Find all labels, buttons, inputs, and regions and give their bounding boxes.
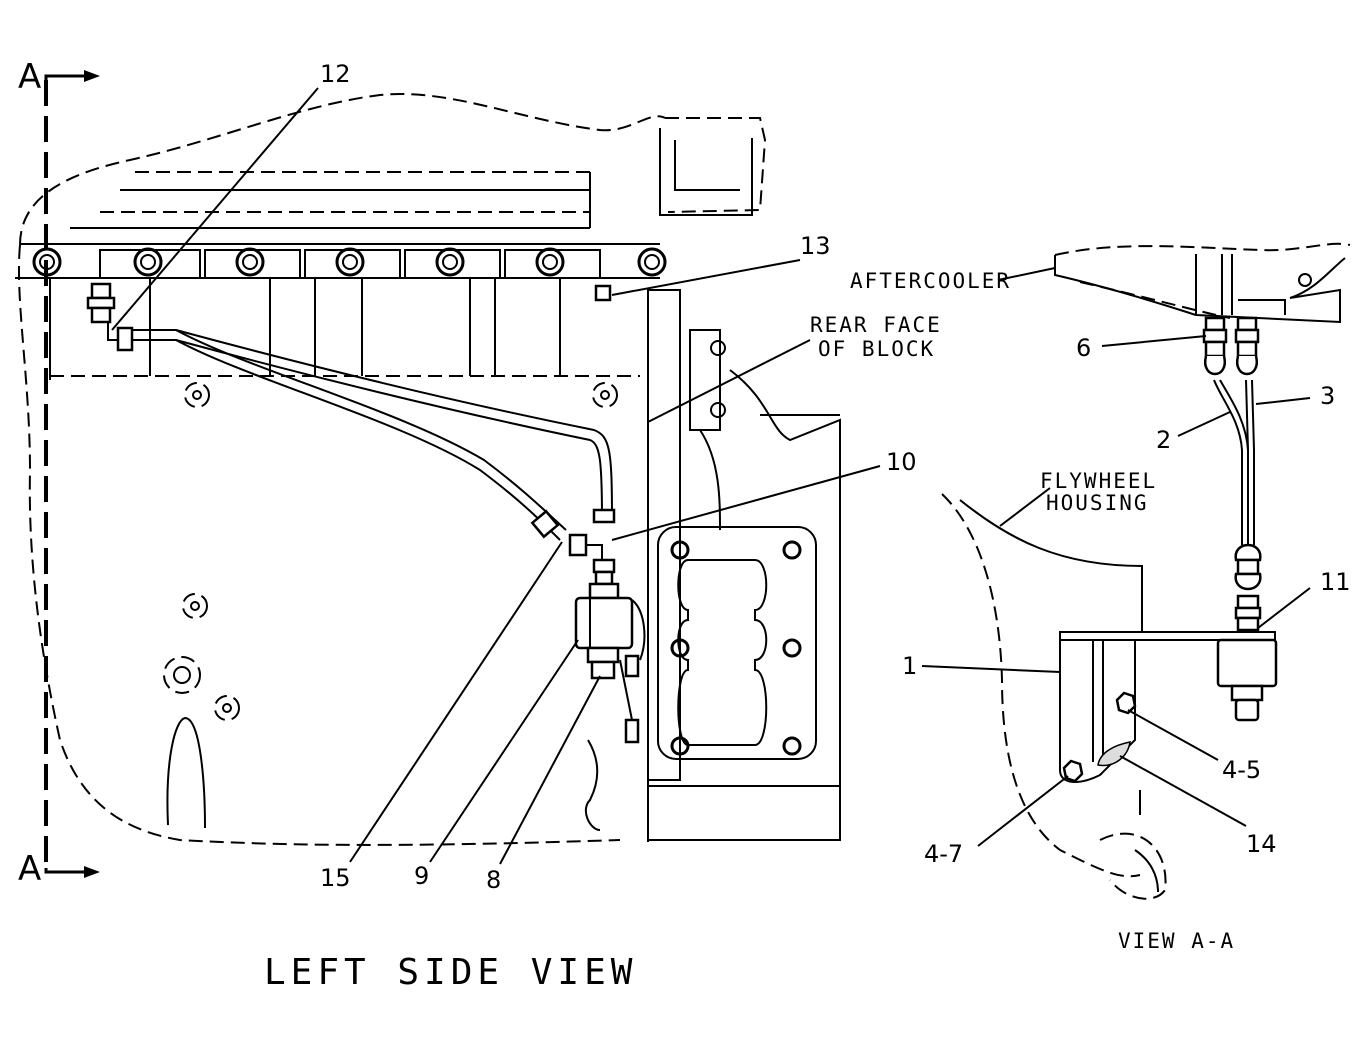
block-webs [149,278,561,376]
left-side-view: A A [15,57,942,993]
manifold-top-outline [665,117,767,213]
callout-8: 8 [486,866,501,894]
sealant-patch [1097,741,1131,767]
flywheel-housing-label-line2: HOUSING [1046,491,1149,515]
callout-12: 12 [320,60,351,88]
leader-lines-right [921,267,1311,847]
flywheel-housing-cut [1134,790,1159,893]
callout-3: 3 [1320,382,1335,410]
engine-block-outline [17,93,666,846]
callout-2: 2 [1156,426,1171,454]
aftercooler-bolt [1298,273,1312,287]
cylinder-head-rail [15,243,660,380]
rear-face-label-line2: OF BLOCK [818,337,935,361]
rear-breakout [584,739,601,831]
rear-face-label-line1: REAR FACE [810,313,942,337]
lower-switch [1216,638,1278,722]
flywheel-housing-outline [941,493,1141,878]
rear-face-of-block [647,289,841,842]
callout-13: 13 [800,232,831,260]
callout-4-5: 4-5 [1222,756,1261,784]
leader-lines-left [111,87,881,865]
view-a-a-title: VIEW A-A [1118,929,1235,953]
callout-10: 10 [886,448,917,476]
view-tubes [1213,379,1255,545]
callout-6: 6 [1076,334,1091,362]
callout-4-7: 4-7 [924,840,963,868]
callout-11: 11 [1320,568,1351,596]
manifold-ribs [70,171,591,229]
flywheel-housing-label-line1: FLYWHEEL [1040,469,1157,493]
block-bosses [163,382,618,829]
aftercooler-label: AFTERCOOLER [850,269,1011,293]
tube-assembly [107,320,613,570]
section-arrow-top [44,70,100,82]
callout-1: 1 [902,652,917,680]
flywheel-flange [657,526,817,760]
section-marker-bottom: A [18,849,41,889]
aftercooler-dashed-lower [1079,281,1231,319]
callout-14: 14 [1246,830,1277,858]
section-arrow-bottom [44,866,100,878]
pressure-switch [574,596,646,744]
aftercooler-outline [1054,242,1351,256]
callout-9: 9 [414,862,429,890]
aftercooler-housing-left [659,128,753,216]
tube-fittings [86,282,620,600]
section-marker-top: A [18,57,41,97]
aftercooler-body [1054,254,1346,324]
left-side-view-title: LEFT SIDE VIEW [264,952,637,993]
view-a-a: AFTERCOOLER FLYWHEEL HOUSING 6 3 2 11 1 … [850,242,1351,953]
head-bolts [32,247,667,277]
head-bosses [99,249,601,278]
lower-fittings [1234,543,1262,632]
aftercooler-fittings [1202,316,1260,376]
callout-15: 15 [320,864,351,892]
flywheel-housing-edge [959,499,1143,632]
flywheel-housing-lower [1099,832,1167,900]
